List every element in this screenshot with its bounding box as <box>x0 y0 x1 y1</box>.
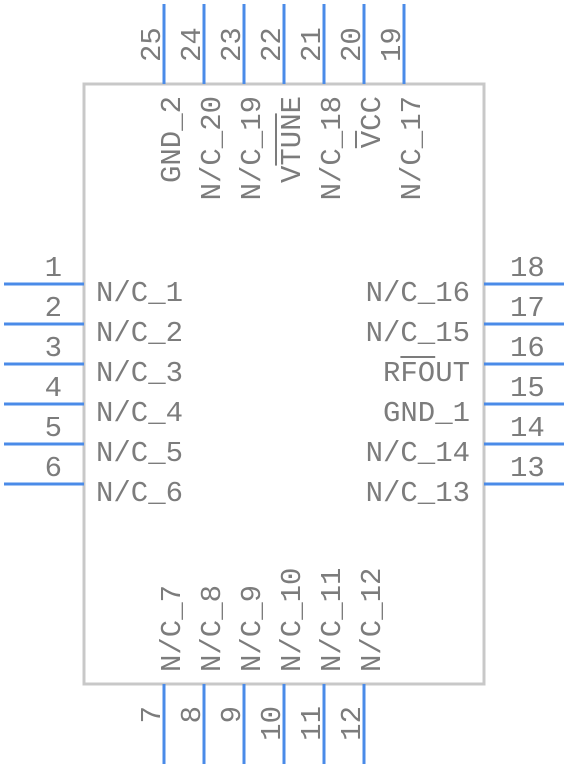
pin-number: 22 <box>256 27 289 62</box>
pin-number-group: 23 <box>216 27 249 62</box>
pin-name-group: N/C_17 <box>396 96 429 200</box>
pin-number: 10 <box>256 706 289 741</box>
pin-name-group: N/C_12 <box>356 568 389 672</box>
pin-number-group: 11 <box>296 706 329 741</box>
pin-number: 24 <box>176 27 209 62</box>
pin-number-group: 19 <box>376 27 409 62</box>
pin-number-group: 25 <box>136 27 169 62</box>
pin-name: N/C_17 <box>396 96 429 200</box>
pin-name-group: VCC <box>355 96 389 148</box>
pin-name-group: N/C_7 <box>156 585 189 672</box>
pin-number-group: 8 <box>176 706 209 723</box>
pin-number: 18 <box>510 252 545 285</box>
pin-name: GND_2 <box>156 96 189 183</box>
pin-number: 13 <box>510 452 545 485</box>
pin-name-group: N/C_9 <box>236 585 269 672</box>
pin-name-group: N/C_19 <box>236 96 269 200</box>
pin-number: 9 <box>216 706 249 723</box>
pin-number: 19 <box>376 27 409 62</box>
pin-name: N/C_9 <box>236 585 269 672</box>
pin-number-group: 9 <box>216 706 249 723</box>
pin-name: N/C_5 <box>96 437 183 470</box>
pin-number: 7 <box>136 706 169 723</box>
pin-number: 17 <box>510 292 545 325</box>
pin-number: 16 <box>510 332 545 365</box>
pin-name: N/C_8 <box>196 585 229 672</box>
pin-name: N/C_3 <box>96 357 183 390</box>
pin-name: N/C_16 <box>366 277 470 310</box>
pin-number-group: 24 <box>176 27 209 62</box>
pin-name: N/C_7 <box>156 585 189 672</box>
pin-name-group: N/C_10 <box>276 568 309 672</box>
pin-number-group: 10 <box>256 706 289 741</box>
pin-name-group: N/C_13 <box>366 477 470 510</box>
pin-number: 23 <box>216 27 249 62</box>
pin-name: RFOUT <box>383 357 470 390</box>
pin-number-group: 20 <box>336 27 369 62</box>
pin-name: N/C_20 <box>196 96 229 200</box>
pin-number-group: 21 <box>296 27 329 62</box>
pin-name-group: VTUNE <box>275 96 309 183</box>
pin-name: N/C_2 <box>96 317 183 350</box>
pin-name: GND_1 <box>383 397 470 430</box>
pin-name: N/C_13 <box>366 477 470 510</box>
pin-name-group: RFOUT <box>383 356 470 390</box>
pin-layer: 1N/C_12N/C_23N/C_34N/C_45N/C_56N/C_618N/… <box>4 4 564 764</box>
pin-name: N/C_10 <box>276 568 309 672</box>
pin-name: VCC <box>356 96 389 148</box>
pin-number: 21 <box>296 27 329 62</box>
pin-name: N/C_15 <box>366 317 470 350</box>
pin-number: 1 <box>45 252 62 285</box>
pin-name-group: GND_1 <box>383 397 470 430</box>
pin-name: N/C_14 <box>366 437 470 470</box>
ic-body <box>82 82 486 686</box>
pin-name-group: N/C_20 <box>196 96 229 200</box>
pin-name: N/C_11 <box>316 568 349 672</box>
pin-name-group: N/C_8 <box>196 585 229 672</box>
pin-number-group: 7 <box>136 706 169 723</box>
pin-name: N/C_6 <box>96 477 183 510</box>
pin-name: N/C_19 <box>236 96 269 200</box>
pin-number: 25 <box>136 27 169 62</box>
pin-name: N/C_18 <box>316 96 349 200</box>
pin-number: 8 <box>176 706 209 723</box>
pin-number: 11 <box>296 706 329 741</box>
pin-number: 14 <box>510 412 545 445</box>
pin-name: N/C_4 <box>96 397 183 430</box>
pin-number-group: 22 <box>256 27 289 62</box>
pin-name-group: N/C_16 <box>366 277 470 310</box>
pin-number: 12 <box>336 706 369 741</box>
pin-name-group: N/C_15 <box>366 317 470 350</box>
pin-name-group: GND_2 <box>156 96 189 183</box>
pin-number: 4 <box>45 372 62 405</box>
pin-name-group: N/C_11 <box>316 568 349 672</box>
pin-number: 15 <box>510 372 545 405</box>
pin-name: VTUNE <box>276 96 309 183</box>
pin-name-group: N/C_18 <box>316 96 349 200</box>
pin-number-group: 12 <box>336 706 369 741</box>
pin-name-group: N/C_14 <box>366 437 470 470</box>
pin-number: 5 <box>45 412 62 445</box>
pin-name: N/C_1 <box>96 277 183 310</box>
pin-number: 20 <box>336 27 369 62</box>
pin-number: 6 <box>45 452 62 485</box>
pin-number: 2 <box>45 292 62 325</box>
pin-number: 3 <box>45 332 62 365</box>
pin-name: N/C_12 <box>356 568 389 672</box>
